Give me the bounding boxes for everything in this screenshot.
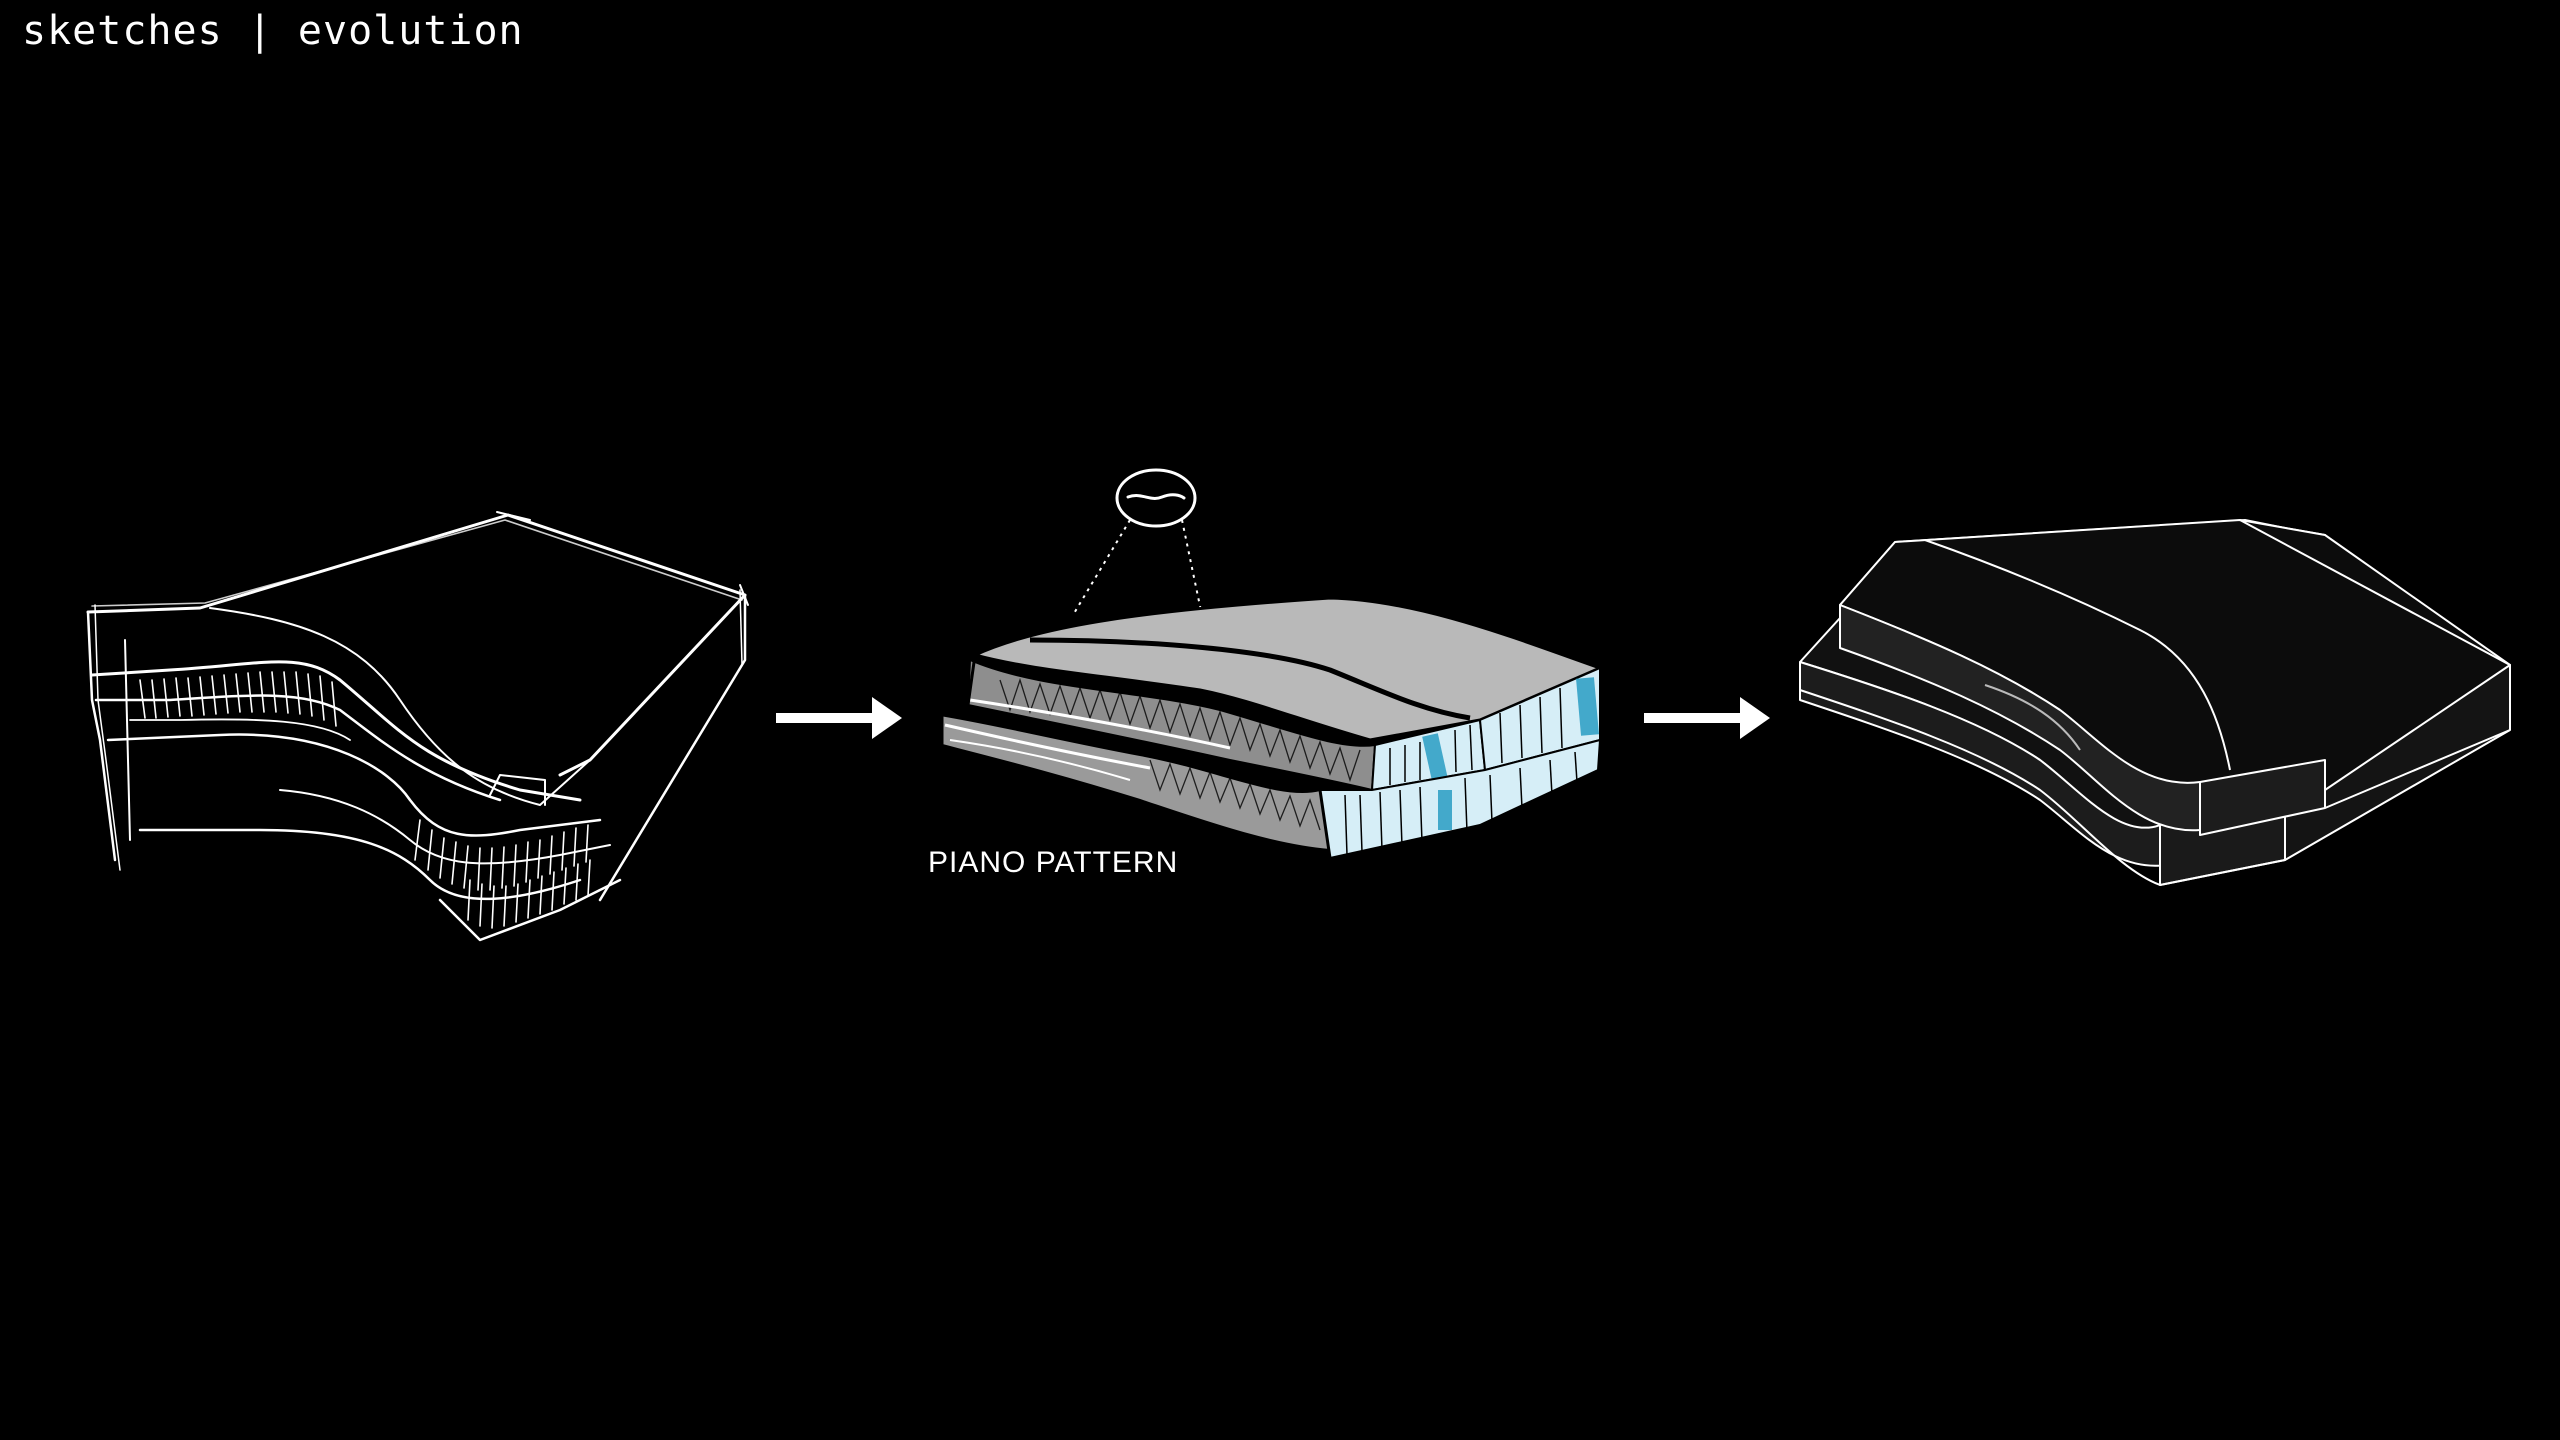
detail-bubble — [1115, 468, 1197, 528]
stage-label-piano-pattern: PIANO PATTERN — [928, 846, 1178, 879]
stage-3-massing-model — [1799, 519, 2511, 886]
stage-2-facade-sketch: PIANO PATTERN — [928, 468, 1605, 879]
right-arrow-icon — [1644, 697, 1770, 739]
stage-1-line-sketch — [86, 511, 749, 942]
page-title: sketches | evolution — [22, 8, 524, 54]
right-arrow-icon — [776, 697, 902, 739]
